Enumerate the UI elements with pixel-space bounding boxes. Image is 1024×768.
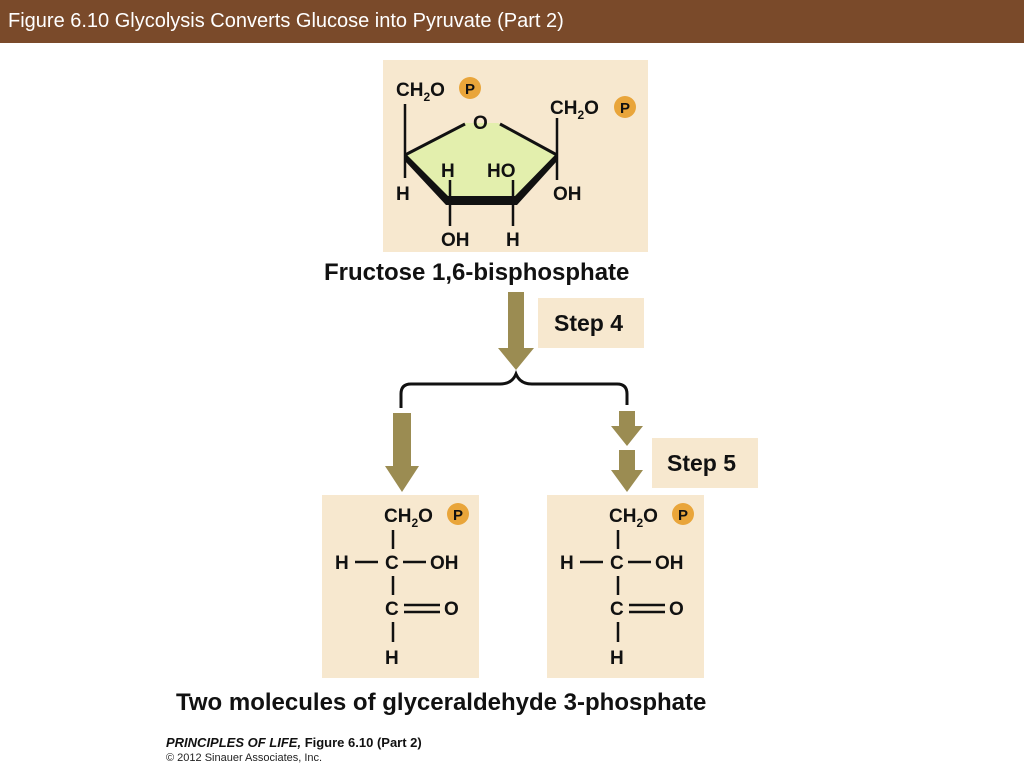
ring-edge-top bbox=[404, 122, 466, 157]
phosphate-label: P bbox=[620, 100, 630, 117]
product-panel-left bbox=[322, 495, 479, 678]
right-arrow-top bbox=[611, 411, 643, 446]
glyceraldehyde-right: CH2O P H C OH C O H bbox=[560, 503, 694, 669]
g3p-h-left: H bbox=[560, 553, 574, 574]
slide-title: Figure 6.10 Glycolysis Converts Glucose … bbox=[0, 0, 1024, 43]
products-name: Two molecules of glyceraldehyde 3-phosph… bbox=[176, 689, 706, 716]
step4-arrow bbox=[498, 292, 534, 370]
phosphate-icon bbox=[459, 77, 481, 99]
phosphate-label: P bbox=[453, 507, 463, 524]
c1-ch2o: CH2O bbox=[550, 98, 599, 122]
c3-h: H bbox=[506, 230, 520, 251]
g3p-h-left: H bbox=[335, 553, 349, 574]
g3p-oh: OH bbox=[430, 553, 459, 574]
glyceraldehyde-left: CH2O P H C OH C O H bbox=[335, 503, 469, 669]
g3p-oh: OH bbox=[655, 553, 684, 574]
g3p-h-bottom: H bbox=[610, 648, 624, 669]
g3p-h-bottom: H bbox=[385, 648, 399, 669]
ring-bold-edge bbox=[405, 153, 557, 205]
ring-edge-top-right bbox=[499, 122, 558, 157]
step4-label: Step 4 bbox=[554, 310, 623, 336]
fructose-ring bbox=[405, 123, 557, 200]
ring-oxygen: O bbox=[473, 113, 488, 134]
figure-ref: Figure 6.10 (Part 2) bbox=[301, 735, 422, 750]
c4-h: H bbox=[441, 161, 455, 182]
phosphate-label: P bbox=[678, 507, 688, 524]
fructose-name: Fructose 1,6-bisphosphate bbox=[324, 259, 629, 286]
phosphate-icon bbox=[447, 503, 469, 525]
phosphate-label: P bbox=[465, 81, 475, 98]
product-panel-right bbox=[547, 495, 704, 678]
g3p-c2: C bbox=[385, 553, 399, 574]
g3p-c1: C bbox=[610, 599, 624, 620]
copyright: © 2012 Sinauer Associates, Inc. bbox=[166, 752, 323, 764]
book-credit: PRINCIPLES OF LIFE, Figure 6.10 (Part 2) bbox=[166, 735, 422, 750]
step5-label: Step 5 bbox=[667, 450, 736, 476]
c4-oh: OH bbox=[441, 230, 470, 251]
g3p-carbonyl-o: O bbox=[669, 599, 684, 620]
phosphate-icon bbox=[672, 503, 694, 525]
c2-oh: OH bbox=[553, 184, 582, 205]
step5-box bbox=[652, 438, 758, 488]
g3p-ch2o: CH2O bbox=[609, 506, 658, 530]
split-brace bbox=[399, 369, 629, 408]
step4-box bbox=[538, 298, 644, 348]
book-title: PRINCIPLES OF LIFE, bbox=[166, 735, 302, 750]
g3p-c2: C bbox=[610, 553, 624, 574]
right-arrow-bottom bbox=[611, 450, 643, 492]
c3-ho: HO bbox=[487, 161, 516, 182]
left-product-arrow bbox=[385, 413, 419, 492]
g3p-c1: C bbox=[385, 599, 399, 620]
c6-ch2o: CH2O bbox=[396, 80, 445, 104]
g3p-ch2o: CH2O bbox=[384, 506, 433, 530]
g3p-carbonyl-o: O bbox=[444, 599, 459, 620]
phosphate-icon bbox=[614, 96, 636, 118]
c5-h: H bbox=[396, 184, 410, 205]
